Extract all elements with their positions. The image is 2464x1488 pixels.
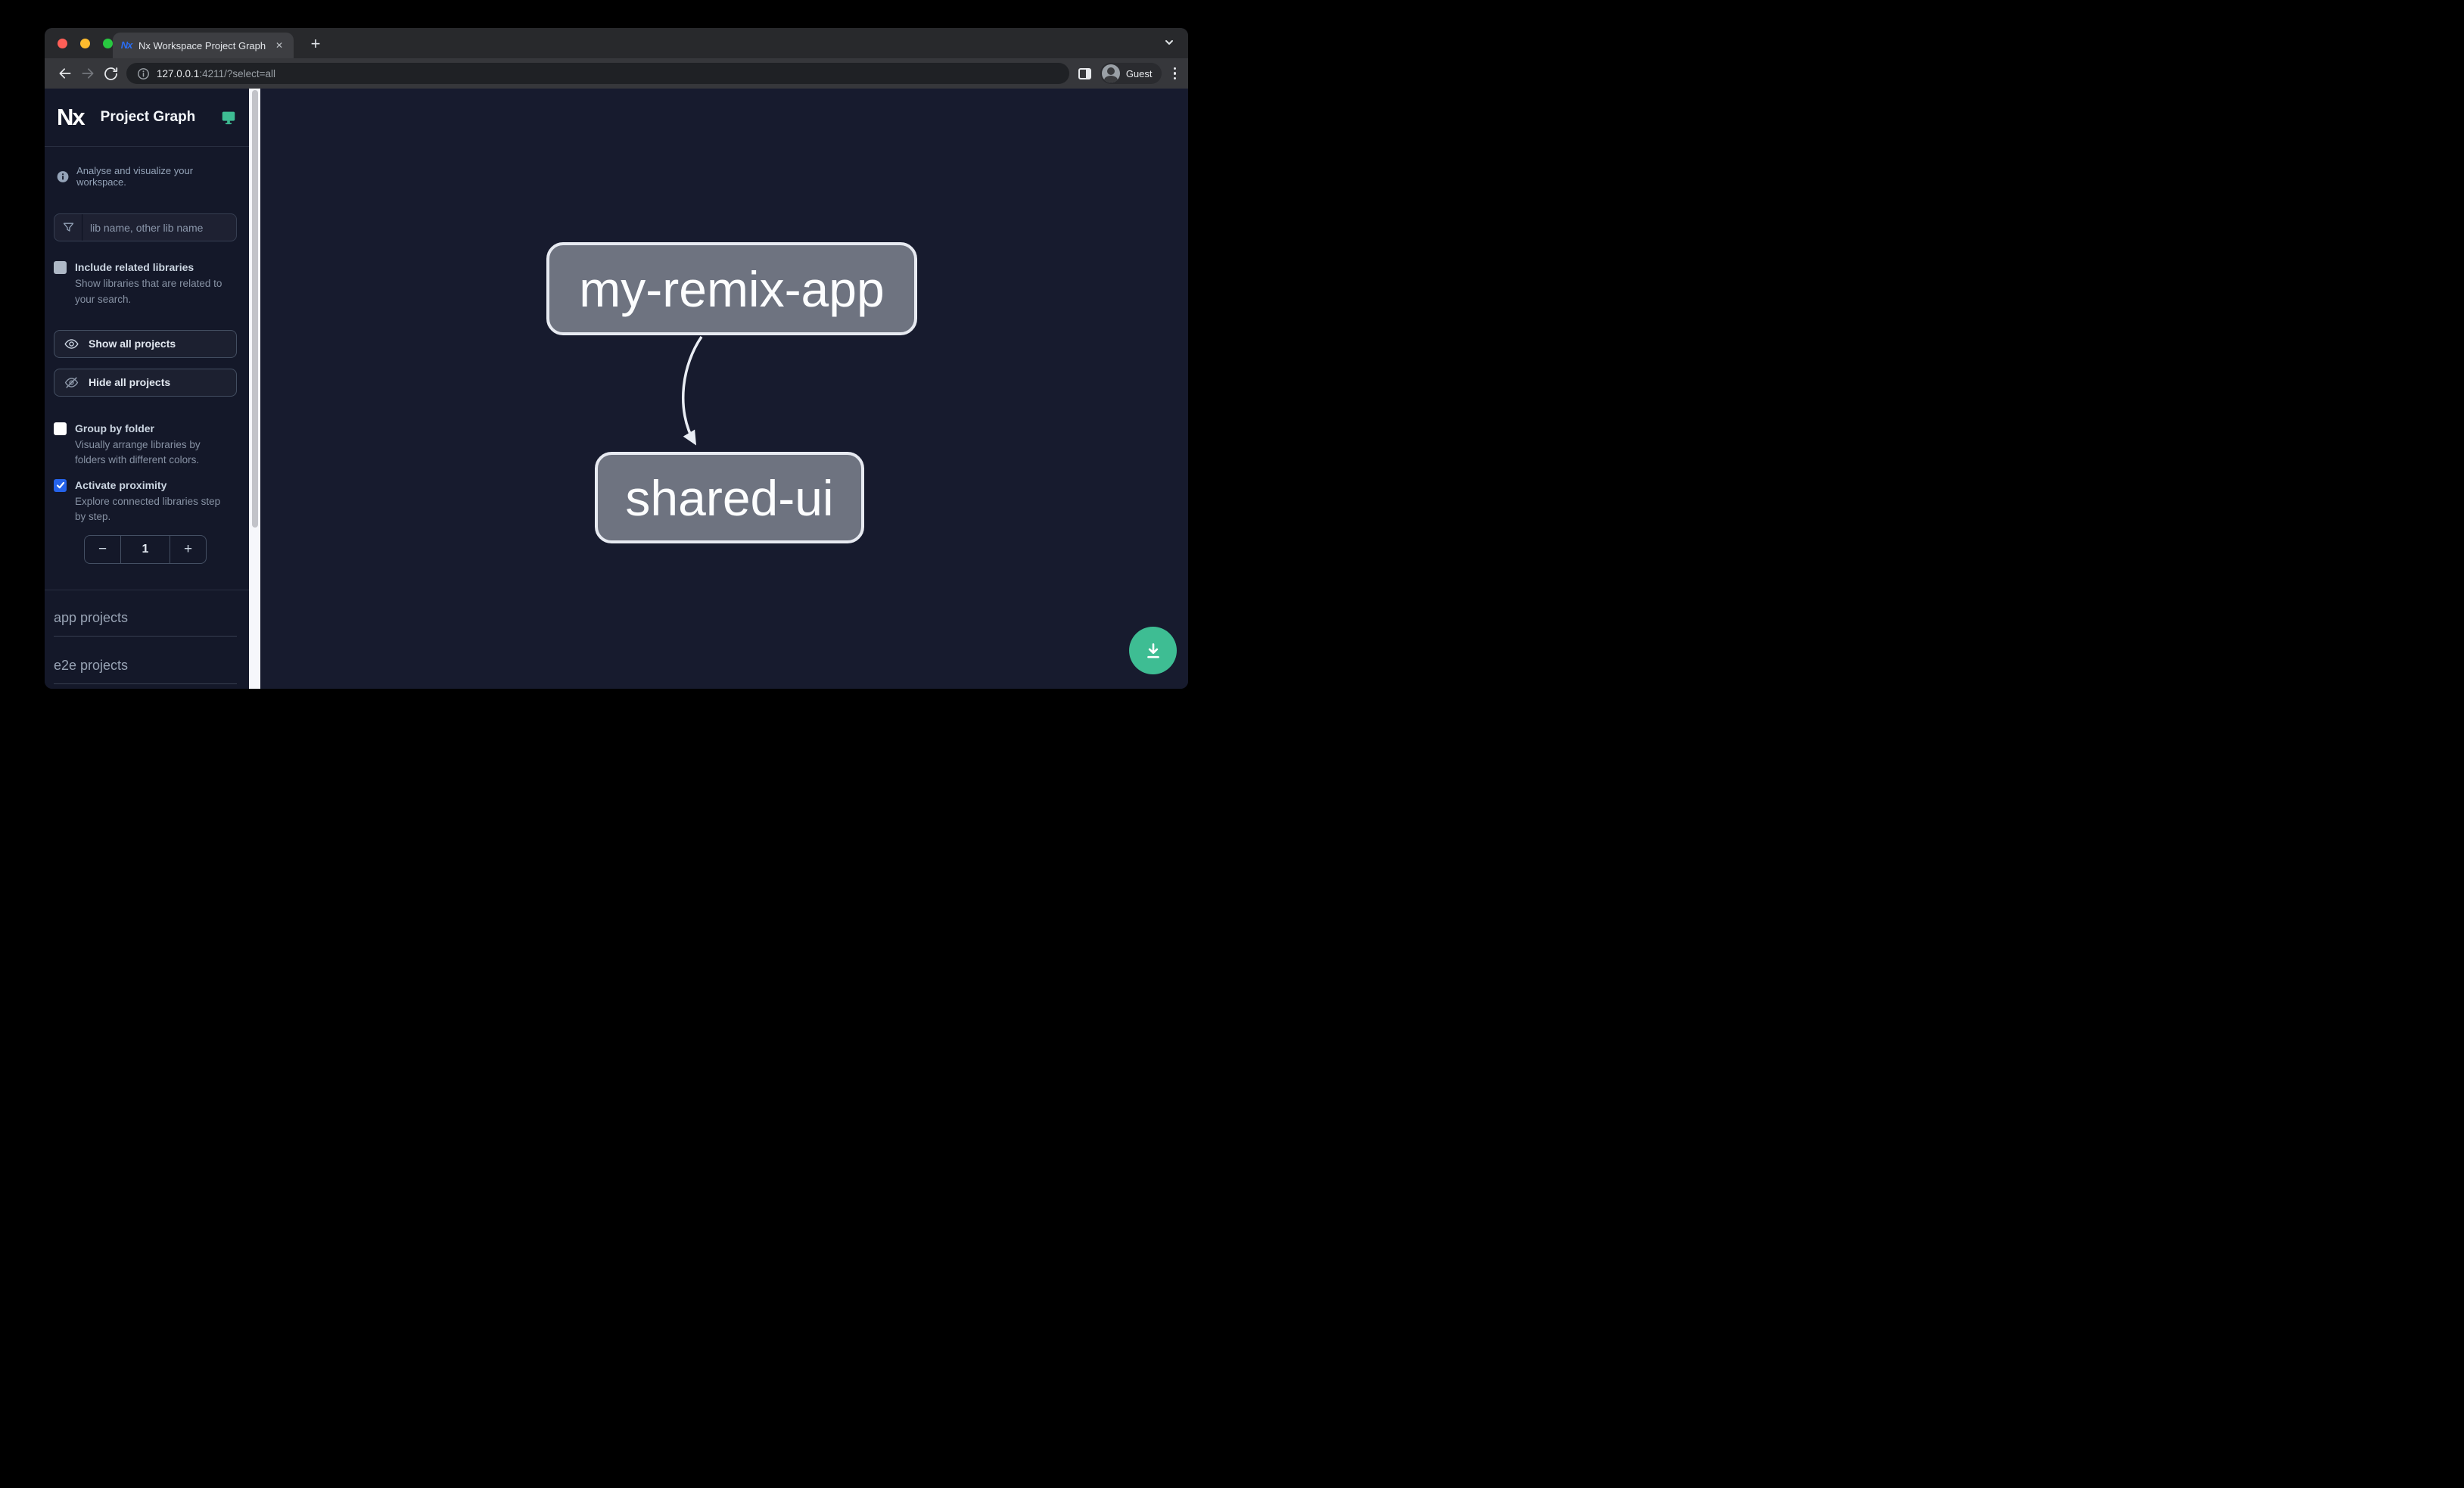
- activate-proximity-option[interactable]: Activate proximity Explore connected lib…: [54, 478, 237, 525]
- page-title: Project Graph: [100, 109, 196, 125]
- eye-off-icon: [64, 377, 79, 388]
- include-related-option[interactable]: Include related libraries Show libraries…: [54, 260, 237, 307]
- nx-favicon-icon: Nx: [120, 39, 133, 51]
- activate-proximity-checkbox[interactable]: [54, 478, 67, 492]
- tab-close-icon[interactable]: ✕: [275, 40, 283, 51]
- tagline-text: Analyse and visualize your workspace.: [76, 165, 194, 188]
- site-info-icon[interactable]: [137, 67, 150, 80]
- tagline-row: Analyse and visualize your workspace.: [57, 165, 237, 188]
- tab-search-chevron-icon[interactable]: [1164, 37, 1174, 48]
- tab-title: Nx Workspace Project Graph: [138, 39, 266, 51]
- back-button[interactable]: [54, 62, 76, 85]
- group-by-folder-description: Visually arrange libraries by folders wi…: [75, 439, 201, 466]
- filter-icon-cell: [54, 214, 82, 241]
- filter-icon: [63, 223, 73, 232]
- include-related-checkbox[interactable]: [54, 261, 67, 274]
- info-icon: [57, 170, 69, 182]
- show-all-projects-label: Show all projects: [89, 338, 176, 350]
- group-by-folder-checkbox[interactable]: [54, 422, 67, 435]
- profile-button[interactable]: Guest: [1100, 63, 1162, 84]
- depth-value[interactable]: 1: [120, 536, 170, 564]
- decrement-button[interactable]: −: [98, 541, 107, 558]
- monitor-icon[interactable]: [220, 109, 237, 126]
- minimize-window-button[interactable]: [80, 39, 90, 48]
- address-bar[interactable]: 127.0.0.1:4211/?select=all: [126, 63, 1069, 84]
- graph-node-my-remix-app[interactable]: my-remix-app: [546, 242, 917, 335]
- nx-logo: Nx: [57, 104, 86, 130]
- filter-input[interactable]: [82, 214, 236, 241]
- download-icon: [1146, 643, 1159, 658]
- close-window-button[interactable]: [58, 39, 67, 48]
- proximity-depth-stepper: − 1 +: [84, 535, 207, 565]
- profile-label: Guest: [1125, 67, 1153, 79]
- browser-tab[interactable]: Nx Nx Workspace Project Graph ✕: [113, 33, 294, 58]
- avatar: [1101, 64, 1120, 82]
- graph-node-shared-ui[interactable]: shared-ui: [595, 452, 864, 543]
- sidebar-header: Nx Project Graph: [45, 89, 249, 147]
- include-related-label: Include related libraries: [75, 261, 194, 273]
- browser-toolbar: 127.0.0.1:4211/?select=all Guest: [45, 58, 1188, 89]
- eye-icon: [64, 339, 79, 349]
- url-path: :4211/?select=all: [199, 67, 276, 79]
- include-related-description: Show libraries that are related to your …: [75, 278, 222, 305]
- show-all-projects-button[interactable]: Show all projects: [54, 329, 237, 358]
- hide-all-projects-button[interactable]: Hide all projects: [54, 368, 237, 397]
- graph-canvas[interactable]: my-remix-app shared-ui: [260, 89, 1188, 689]
- reload-button[interactable]: [99, 62, 122, 85]
- tab-strip: Nx Nx Workspace Project Graph ✕ +: [45, 28, 1188, 58]
- browser-window: Nx Nx Workspace Project Graph ✕ + 127.0.…: [45, 28, 1188, 689]
- hide-all-projects-label: Hide all projects: [89, 376, 171, 389]
- group-by-folder-option[interactable]: Group by folder Visually arrange librari…: [54, 421, 237, 469]
- group-by-folder-label: Group by folder: [75, 422, 154, 434]
- sidebar-scrollbar[interactable]: [249, 89, 260, 689]
- browser-menu-button[interactable]: [1171, 64, 1180, 83]
- new-tab-button[interactable]: +: [310, 34, 321, 53]
- zoom-window-button[interactable]: [103, 39, 113, 48]
- forward-button[interactable]: [76, 62, 99, 85]
- side-panel-icon[interactable]: [1078, 67, 1091, 79]
- increment-button[interactable]: +: [183, 541, 193, 558]
- scrollbar-thumb[interactable]: [251, 90, 258, 528]
- activate-proximity-label: Activate proximity: [75, 478, 167, 491]
- section-e2e-projects[interactable]: e2e projects: [54, 658, 237, 685]
- filter-box: [54, 213, 237, 241]
- download-graph-button[interactable]: [1129, 627, 1177, 674]
- sidebar: Nx Project Graph Analyse and visualize y…: [45, 89, 249, 689]
- checkmark-icon: [56, 481, 64, 489]
- url-host: 127.0.0.1: [157, 67, 200, 79]
- activate-proximity-description: Explore connected libraries step by step…: [75, 495, 221, 523]
- url-text: 127.0.0.1:4211/?select=all: [157, 68, 275, 79]
- section-app-projects[interactable]: app projects: [54, 610, 237, 637]
- edge-my-remix-app-to-shared-ui: [682, 336, 703, 446]
- traffic-lights: [58, 39, 113, 48]
